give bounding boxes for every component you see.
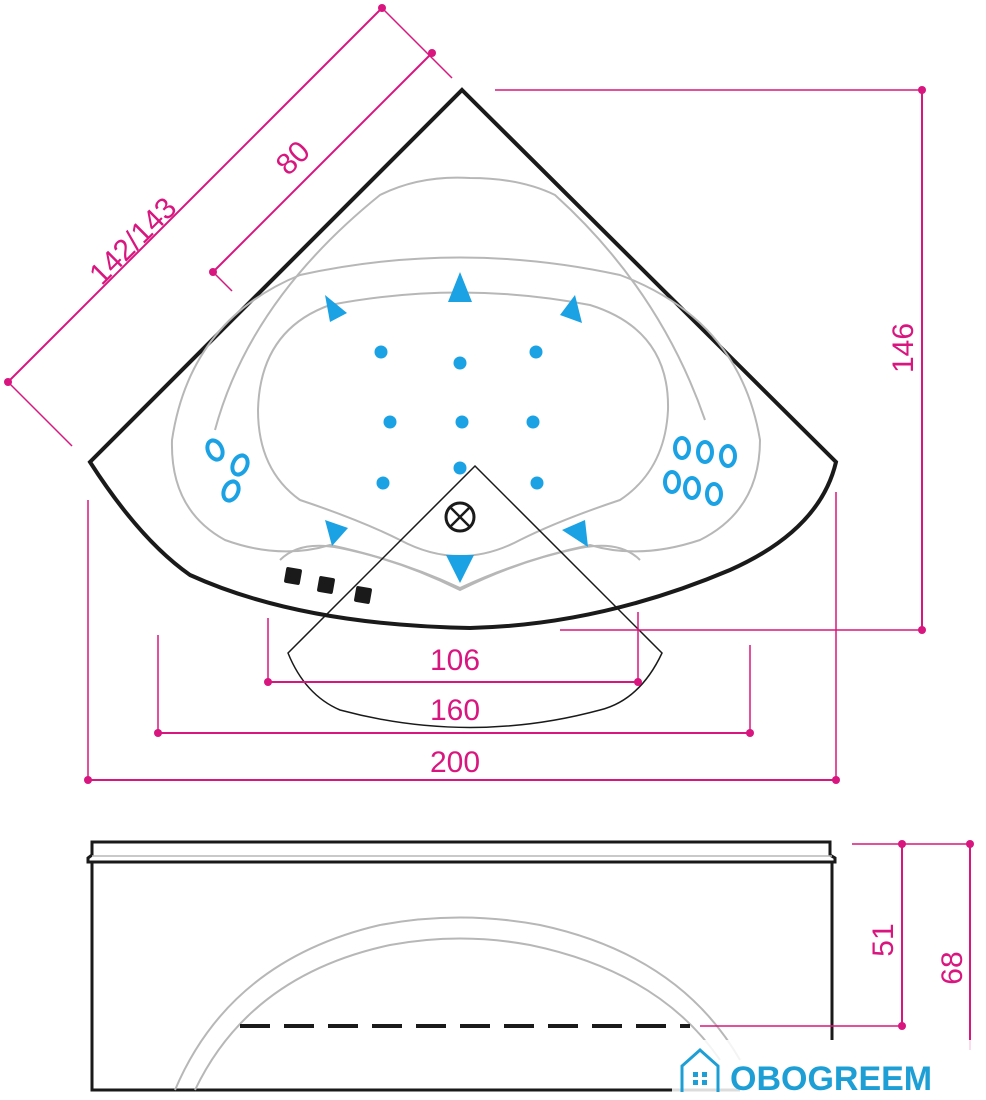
back-jets-right <box>663 436 737 506</box>
floor-jet <box>453 356 467 370</box>
dim-line-diagonal-side <box>7 7 383 383</box>
drain-icon <box>444 501 476 533</box>
water-jet-icon <box>562 520 588 547</box>
watermark: OBOGREEM <box>672 1040 972 1098</box>
back-jet <box>673 436 691 460</box>
side-view: 51 68 <box>86 840 974 1092</box>
dim-line-diagonal-inner <box>212 52 433 273</box>
large-jets <box>325 272 588 583</box>
control-button <box>284 567 302 585</box>
side-basin-outer <box>174 916 741 1091</box>
floor-jet <box>374 345 388 359</box>
control-button <box>317 576 335 594</box>
label-inner-width-small: 106 <box>430 644 480 677</box>
tub-outline <box>87 87 839 631</box>
control-button <box>354 586 372 604</box>
label-depth-inner: 51 <box>867 923 900 956</box>
top-view: 142/143 80 146 106 160 200 <box>4 4 926 784</box>
brand-logo-text: OBOGREEM <box>730 1060 932 1098</box>
water-jet-icon <box>325 520 348 546</box>
tub-front-line <box>279 544 641 592</box>
back-jet <box>205 438 225 462</box>
back-jet <box>663 470 681 494</box>
side-rim <box>86 840 837 864</box>
back-jet <box>719 444 737 468</box>
panel-guide <box>287 464 663 729</box>
floor-jet <box>453 461 467 475</box>
side-body <box>90 862 834 1092</box>
floor-jet <box>383 415 397 429</box>
floor-jet <box>376 476 390 490</box>
floor-jet <box>455 415 469 429</box>
floor-jet <box>526 415 540 429</box>
back-jet <box>221 479 241 503</box>
top-dimensions <box>4 4 926 784</box>
dim-ext <box>212 271 233 292</box>
tub-rim-line <box>214 176 706 431</box>
dim-ext <box>381 7 453 79</box>
water-jet-icon <box>325 295 347 322</box>
back-jets-left <box>205 438 250 503</box>
control-buttons <box>284 567 372 604</box>
back-jet <box>705 482 723 506</box>
floor-jet <box>530 476 544 490</box>
floor-jet <box>529 345 543 359</box>
water-jet-icon <box>560 295 582 323</box>
side-basin-inner <box>194 937 721 1091</box>
side-dimension-labels: 51 68 <box>867 923 969 984</box>
label-height: 146 <box>887 323 920 373</box>
back-jet <box>230 453 250 477</box>
back-jet <box>696 440 714 464</box>
label-overall-width: 200 <box>430 746 480 779</box>
water-jet-icon <box>448 272 472 302</box>
dim-ext <box>7 381 73 447</box>
label-diagonal-side: 142/143 <box>83 191 183 291</box>
water-jet-icon <box>446 555 474 583</box>
side-dimensions <box>700 840 974 1050</box>
house-logo-icon <box>680 1047 720 1092</box>
back-jet <box>683 476 701 500</box>
label-inner-width-large: 160 <box>430 694 480 727</box>
tub-basin-contour <box>256 291 670 557</box>
label-depth-total: 68 <box>936 951 969 984</box>
floor-jets <box>374 345 544 490</box>
